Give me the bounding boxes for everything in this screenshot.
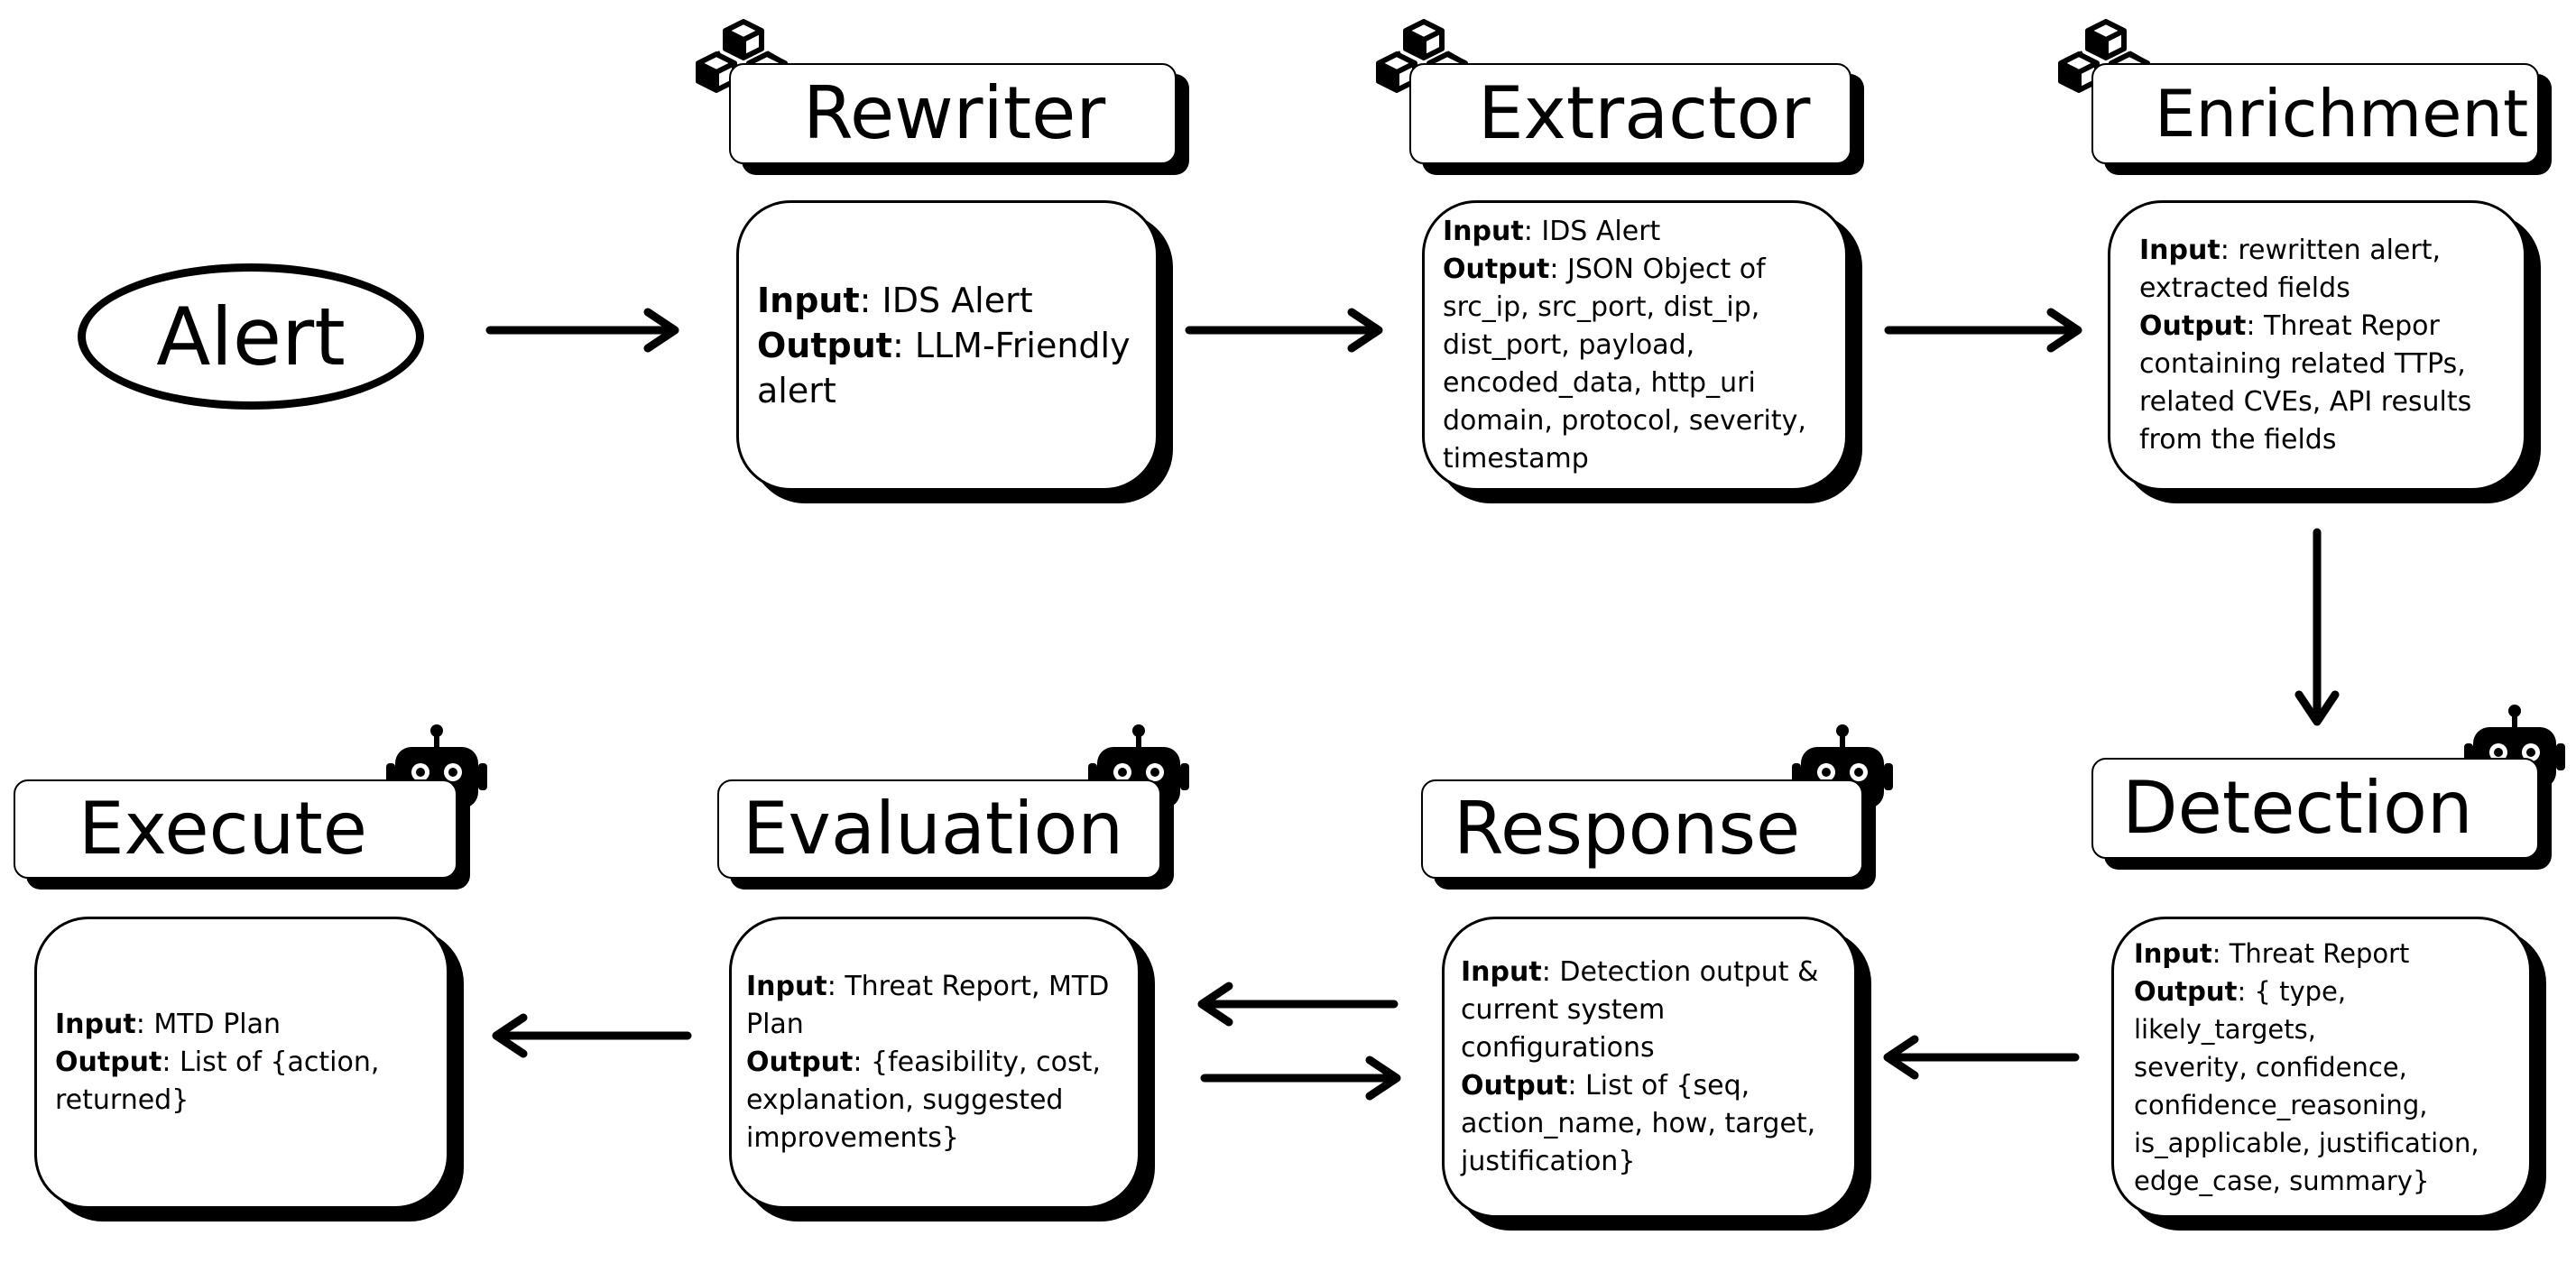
arrow-extractor-enrichment <box>1884 308 2082 353</box>
detection-title: Detection <box>2122 766 2473 850</box>
extractor-output-line: encoded_data, http_uri <box>1443 367 1756 399</box>
response-output-line: action_name, how, target, <box>1461 1108 1816 1139</box>
extractor-title-box: Extractor <box>1409 63 1851 164</box>
extractor-input-line: Input: IDS Alert <box>1443 216 1661 247</box>
extractor-output-line: Output: JSON Object of <box>1443 254 1766 285</box>
response-input-line: current system <box>1461 994 1666 1026</box>
enrichment-output-line: containing related TTPs, <box>2139 348 2466 380</box>
rewriter-title-box: Rewriter <box>729 63 1177 164</box>
arrow-evaluation-execute <box>492 1013 692 1058</box>
evaluation-input-line-2: Plan <box>746 1009 804 1040</box>
extractor-output-line: src_ip, src_port, dist_ip, <box>1443 291 1760 323</box>
arrow-enrichment-detection <box>2294 528 2340 726</box>
enrichment-output-line: from the fields <box>2139 424 2337 456</box>
extractor-card: Input: IDS Alert Output: JSON Object of … <box>1422 200 1848 491</box>
arrow-detection-response <box>1883 1035 2080 1080</box>
detection-input-line: Input: Threat Report <box>2134 938 2410 969</box>
extractor-output-line: timestamp <box>1443 443 1589 475</box>
rewriter-card: Input: IDS Alert Output: LLM-Friendly al… <box>736 200 1159 491</box>
evaluation-title: Evaluation <box>743 787 1124 871</box>
execute-input-line: Input: MTD Plan <box>55 1009 282 1040</box>
execute-output-line: Output: List of {action, <box>55 1046 380 1078</box>
response-output-line: Output: List of {seq, <box>1461 1070 1750 1102</box>
detection-output-line: edge_case, summary} <box>2134 1166 2430 1196</box>
detection-title-box: Detection <box>2091 758 2539 859</box>
alert-label: Alert <box>156 290 346 383</box>
rewriter-output-line-2: alert <box>757 371 836 410</box>
evaluation-output-line: explanation, suggested <box>746 1084 1064 1116</box>
evaluation-title-box: Evaluation <box>717 779 1161 879</box>
rewriter-title: Rewriter <box>803 71 1106 155</box>
execute-card: Input: MTD Plan Output: List of {action,… <box>34 917 449 1209</box>
enrichment-output-line: related CVEs, API results <box>2139 386 2472 418</box>
response-card: Input: Detection output & current system… <box>1442 917 1857 1218</box>
execute-output-line: returned} <box>55 1084 189 1116</box>
detection-output-line: confidence_reasoning, <box>2134 1090 2428 1120</box>
enrichment-input-line-2: extracted fields <box>2139 272 2350 304</box>
extractor-output-line: domain, protocol, severity, <box>1443 405 1806 437</box>
arrow-evaluation-response <box>1200 1056 1401 1101</box>
execute-title: Execute <box>78 787 367 871</box>
enrichment-card: Input: rewritten alert, extracted fields… <box>2108 200 2526 491</box>
evaluation-output-line: improvements} <box>746 1122 960 1154</box>
arrow-response-evaluation <box>1197 982 1399 1027</box>
response-input-line: Input: Detection output & <box>1461 956 1819 988</box>
enrichment-title: Enrichment <box>2155 76 2529 152</box>
arrow-alert-rewriter <box>485 308 679 353</box>
execute-title-box: Execute <box>14 779 457 879</box>
response-title: Response <box>1454 787 1801 871</box>
alert-start-node: Alert <box>78 263 424 410</box>
response-output-line: justification} <box>1461 1146 1636 1177</box>
enrichment-title-box: Enrichment <box>2091 63 2539 164</box>
rewriter-input-line: Input: IDS Alert <box>757 281 1033 320</box>
evaluation-card: Input: Threat Report, MTD Plan Output: {… <box>729 917 1140 1209</box>
detection-output-line: severity, confidence, <box>2134 1052 2407 1083</box>
evaluation-output-line: Output: {feasibility, cost, <box>746 1046 1101 1078</box>
extractor-title: Extractor <box>1478 71 1811 155</box>
rewriter-output-line: Output: LLM-Friendly <box>757 326 1131 365</box>
evaluation-input-line: Input: Threat Report, MTD <box>746 971 1110 1002</box>
detection-card: Input: Threat Report Output: { type, lik… <box>2111 917 2532 1218</box>
enrichment-input-line: Input: rewritten alert, <box>2139 235 2442 266</box>
extractor-output-line: dist_port, payload, <box>1443 329 1695 361</box>
arrow-rewriter-extractor <box>1185 308 1383 353</box>
response-title-box: Response <box>1421 779 1863 879</box>
enrichment-output-line: Output: Threat Repor <box>2139 310 2440 342</box>
response-input-line: configurations <box>1461 1032 1655 1064</box>
detection-output-line: is_applicable, justification, <box>2134 1128 2479 1158</box>
detection-output-line: Output: { type, likely_targets, <box>2134 976 2347 1045</box>
